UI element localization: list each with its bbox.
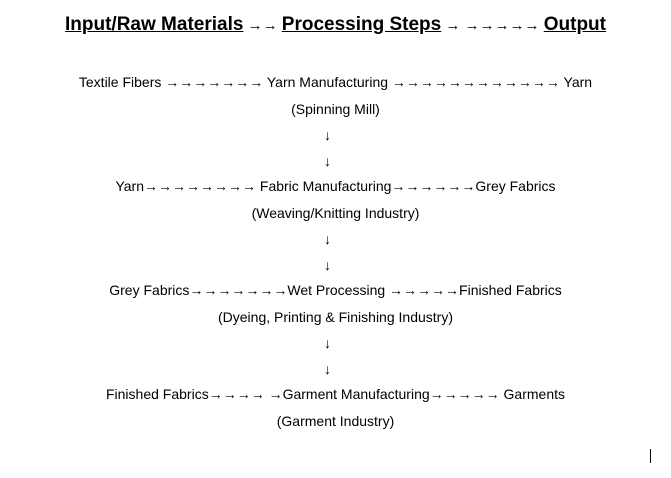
down-arrow-icon: ↓	[324, 361, 331, 377]
step-industry-fabric: (Weaving/Knitting Industry)	[251, 205, 420, 221]
header-output-label: Output	[543, 14, 606, 35]
header-processing-label: Processing Steps	[281, 14, 442, 35]
step-industry-spinning: (Spinning Mill)	[291, 101, 380, 117]
down-arrow-icon: ↓	[324, 231, 331, 247]
header-arrow-1: →→	[243, 17, 282, 34]
down-arrow-icon: ↓	[324, 335, 331, 351]
header-input-label: Input/Raw Materials	[65, 14, 244, 35]
step-flow-garment: Finished Fabrics→→→→ →Garment Manufactur…	[105, 386, 565, 402]
step-industry-wet-processing: (Dyeing, Printing & Finishing Industry)	[218, 309, 453, 325]
header-arrow-2: → →→→→→	[441, 17, 544, 34]
down-arrow-icon: ↓	[324, 127, 331, 143]
down-arrow-icon: ↓	[324, 153, 331, 169]
text-cursor	[650, 449, 651, 463]
step-flow-fabric: Yarn→→→→→→→→ Fabric Manufacturing→→→→→→G…	[115, 178, 556, 194]
diagram-header: Input/Raw Materials →→ Processing Steps …	[0, 14, 671, 36]
step-industry-garment: (Garment Industry)	[276, 413, 395, 429]
down-arrow-icon: ↓	[324, 257, 331, 273]
step-flow-wet-processing: Grey Fabrics→→→→→→→Wet Processing →→→→→F…	[109, 282, 562, 298]
step-flow-spinning: Textile Fibers →→→→→→→ Yarn Manufacturin…	[78, 74, 593, 90]
